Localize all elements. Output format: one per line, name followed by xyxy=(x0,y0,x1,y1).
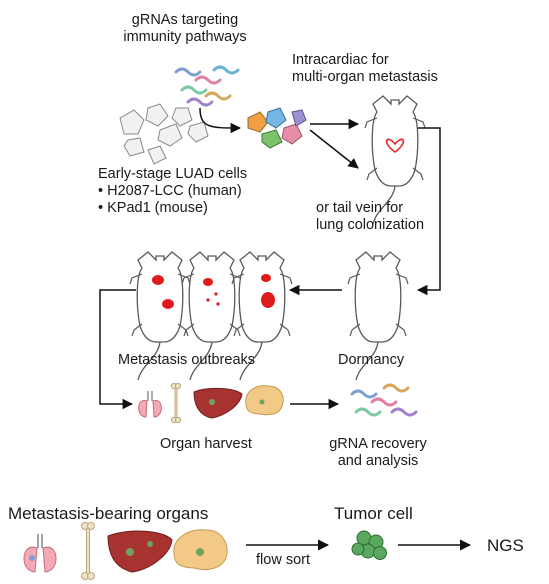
grna-label-line1: gRNAs targeting xyxy=(131,12,239,28)
grna-label-line2: immunity pathways xyxy=(123,29,247,45)
bone-icon xyxy=(81,522,95,580)
cells-title: Early-stage LUAD cells xyxy=(98,166,248,182)
dormancy-label: Dormancy xyxy=(338,352,405,368)
injected-mouse-icon xyxy=(364,95,426,225)
recovered-grna-icon xyxy=(350,383,418,417)
metastasis-outbreaks-label: Metastasis outbreaks xyxy=(118,352,256,368)
brain-icon xyxy=(245,385,284,416)
metastasis-mouse-icon xyxy=(181,251,243,381)
intracardiac-label-line2: multi-organ metastasis xyxy=(292,69,438,85)
ngs-label: NGS xyxy=(487,536,524,555)
grna-recovery-line2: and analysis xyxy=(337,453,419,469)
grna-recovery-line1: gRNA recovery xyxy=(329,436,427,452)
cells-item-mouse: • KPad1 (mouse) xyxy=(98,200,208,216)
intracardiac-label-line1: Intracardiac for xyxy=(292,52,389,68)
heart-icon xyxy=(385,138,405,153)
bone-icon xyxy=(170,382,182,424)
lung-icon xyxy=(23,534,57,573)
tumor-cell-icon xyxy=(351,530,387,560)
cell-cluster-icon xyxy=(119,103,209,165)
tailvein-label-line2: lung colonization xyxy=(316,217,425,233)
liver-icon xyxy=(193,387,243,419)
organ-harvest-label: Organ harvest xyxy=(160,436,252,452)
transduced-cells-icon xyxy=(247,107,307,149)
grna-library-icon xyxy=(174,65,240,107)
liver-icon xyxy=(107,530,173,573)
metastasis-mouse-icon xyxy=(231,251,293,381)
metastasis-mouse-icon xyxy=(129,251,191,381)
cells-item-human: • H2087-LCC (human) xyxy=(98,183,242,199)
brain-icon xyxy=(173,529,228,571)
tailvein-label-line1: or tail vein for xyxy=(316,200,404,216)
metastasis-organs-label: Metastasis-bearing organs xyxy=(8,504,209,523)
lung-icon xyxy=(138,391,162,418)
tumor-cell-label: Tumor cell xyxy=(334,504,413,523)
flow-sort-label: flow sort xyxy=(256,552,310,568)
